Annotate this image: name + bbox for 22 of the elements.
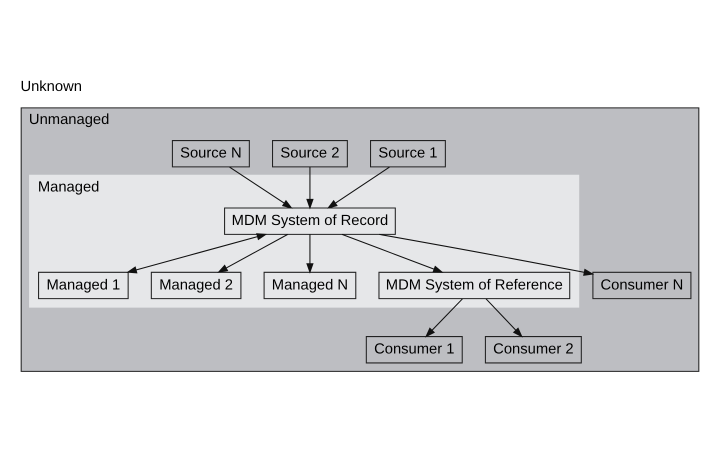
node-box: Consumer N bbox=[592, 271, 692, 299]
node-box: MDM System of Reference bbox=[378, 271, 570, 299]
node-box: Managed 2 bbox=[150, 271, 242, 299]
node-box: Consumer 2 bbox=[484, 336, 582, 363]
node-box: Source 1 bbox=[370, 140, 446, 167]
node-box: Source N bbox=[172, 140, 250, 167]
node-box: Source 2 bbox=[272, 140, 348, 167]
arrow bbox=[126, 232, 268, 273]
node-box: Managed N bbox=[264, 271, 356, 299]
arrow bbox=[379, 233, 594, 276]
arrow bbox=[229, 166, 293, 208]
arrow bbox=[306, 166, 314, 209]
arrow bbox=[326, 166, 390, 208]
arrow bbox=[486, 298, 523, 338]
node-box: Managed 1 bbox=[38, 271, 129, 299]
node-box: MDM System of Record bbox=[224, 206, 396, 234]
arrow bbox=[306, 234, 314, 274]
node-box: Consumer 1 bbox=[366, 336, 463, 363]
arrow bbox=[217, 233, 288, 272]
diagram-title: Unknown bbox=[20, 78, 82, 95]
arrow bbox=[342, 233, 444, 272]
arrow bbox=[425, 298, 463, 338]
